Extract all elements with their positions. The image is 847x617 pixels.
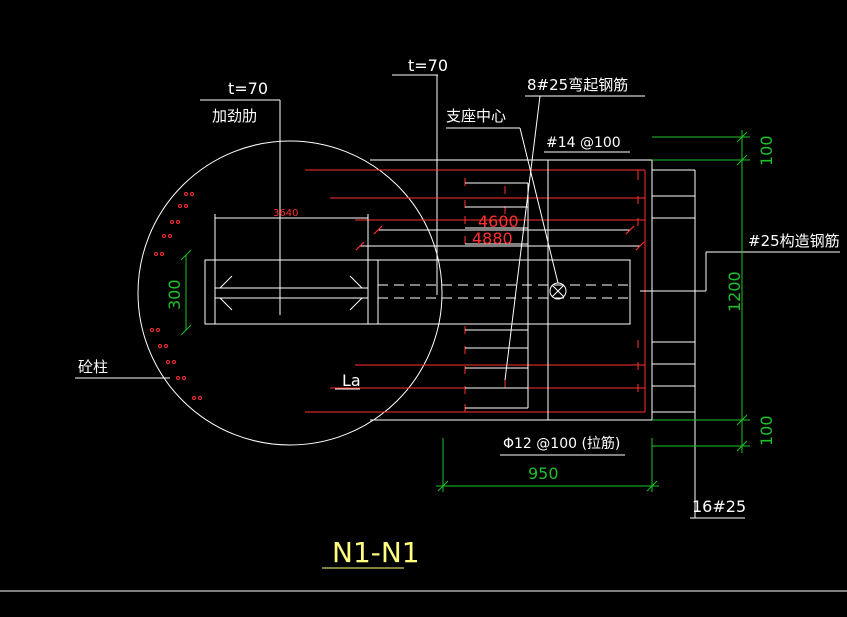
stiffener-thickness-label: t=70 xyxy=(228,79,268,98)
dim-100-bottom-label: 100 xyxy=(757,415,776,446)
bent-bar-leader-d xyxy=(504,95,541,381)
anchorage-label: La xyxy=(342,371,361,390)
dim-4880-label: 4880 xyxy=(472,229,513,248)
column-rebar-dots xyxy=(150,192,202,400)
dim-1200-label: 1200 xyxy=(725,271,744,312)
bent-bar-ticks xyxy=(464,170,639,412)
stirrups xyxy=(465,160,696,518)
support-center-label: 支座中心 xyxy=(446,107,506,125)
plate-thickness-label: t=70 xyxy=(408,56,448,75)
dim-950-label: 950 xyxy=(528,464,559,483)
support-center-leader-d xyxy=(519,127,559,284)
dim-4600-label: 4600 xyxy=(478,212,519,231)
span-dimension-ticks xyxy=(355,225,645,251)
tie-bars-label: Φ12 @100 (拉筋) xyxy=(503,435,620,452)
support-center-cross-b xyxy=(551,284,565,298)
bottom-bars-label: 16#25 xyxy=(692,497,746,516)
dim-300-label: 300 xyxy=(165,279,184,310)
stirrup-label: #14 @100 xyxy=(546,135,621,151)
steel-beam xyxy=(204,259,631,325)
corbel-outline xyxy=(370,159,653,421)
span-dimensions xyxy=(214,214,640,260)
dim-100-top-label: 100 xyxy=(757,135,776,166)
concrete-column-circle xyxy=(137,140,443,446)
bent-bars-label: 8#25弯起钢筋 xyxy=(527,76,628,94)
drawing-title: N1-N1 xyxy=(332,536,420,569)
dim-3640-label: 3640 xyxy=(273,208,298,219)
construction-bars-label: #25构造钢筋 xyxy=(748,232,840,250)
column-label: 砼柱 xyxy=(78,358,108,376)
stiffener-label: 加劲肋 xyxy=(212,107,257,125)
dimension-lines xyxy=(180,130,750,492)
